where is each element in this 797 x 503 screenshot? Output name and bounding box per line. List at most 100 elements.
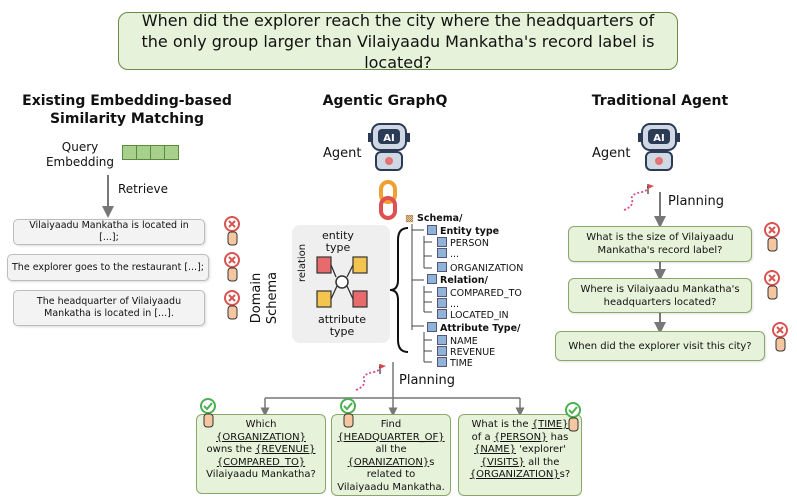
sub3-line2: of a: [471, 431, 494, 443]
check-mark-icon: [200, 398, 216, 428]
tree-time: TIME: [450, 358, 473, 369]
robot-agent-icon: AI: [368, 123, 410, 171]
agent-step-2: Where is Vilaiyaadu Mankatha's headquart…: [568, 278, 752, 313]
planning-path-icon: [355, 364, 386, 391]
sub3-line2-end: has: [547, 431, 569, 443]
sub1-line5: Vilaiyaadu Mankatha?: [206, 469, 316, 480]
chain-link-icon: [379, 180, 397, 220]
sub2-tag-oranization: {ORANIZATION}: [347, 456, 430, 468]
sub1-tag-compared-to: {COMPARED_TO}: [216, 456, 306, 468]
sub3-tag-time: {TIME}: [531, 419, 569, 430]
check-mark-icon: [565, 402, 581, 432]
middle-planning-label: Planning: [399, 373, 455, 388]
wrong-mark-icon: [764, 222, 780, 252]
sub2-line5: related to: [366, 469, 416, 480]
entity-type-label: entity type: [322, 230, 354, 254]
right-planning-label: Planning: [668, 194, 724, 209]
left-title-line2: Similarity Matching: [49, 111, 205, 127]
planning-path-icon: [623, 184, 654, 211]
sub2-line1: Find: [380, 419, 402, 430]
file-icon: [437, 287, 447, 297]
agent-step-1: What is the size of Vilaiyaadu Mankatha'…: [568, 226, 752, 262]
file-icon: [437, 309, 447, 319]
question-box: When did the explorer reach the city whe…: [118, 10, 678, 72]
file-icon: [437, 346, 447, 356]
folder-icon: [427, 322, 437, 332]
sub-question-3: What is the {TIME} of a {PERSON} has {NA…: [458, 414, 582, 496]
sub1-tag-revenue: {REVENUE}: [255, 444, 316, 455]
left-title-line1: Existing Embedding-based: [22, 93, 232, 109]
left-title: Existing Embedding-based Similarity Matc…: [22, 92, 232, 128]
folder-icon: [427, 225, 437, 235]
robot-agent-icon: AI: [638, 123, 680, 171]
sub2-line6: Vilaiyaadu Mankatha.: [337, 481, 445, 493]
attribute-type-label: attribute type: [318, 314, 366, 338]
attribute-line2: type: [329, 325, 355, 338]
right-title: Traditional Agent: [591, 93, 729, 109]
schema-word: Schema: [265, 271, 281, 325]
tree-attribute-type: Attribute Type/: [440, 323, 521, 334]
middle-title: Agentic GraphQ: [322, 93, 448, 109]
sub2-tag-headquarter-of: {HEADQUARTER_OF}: [337, 431, 445, 443]
retrieved-chunk-1: Vilaiyaadu Mankatha is located in [...];: [13, 219, 205, 245]
tree-located-in: LOCATED_IN: [450, 310, 509, 321]
query-label-line1: Query: [61, 140, 99, 154]
sub2-line3: all the: [375, 444, 407, 455]
middle-agent-label: Agent: [323, 146, 362, 161]
entity-type-line1: entity: [322, 229, 354, 242]
agent-step-3: When did the explorer visit this city?: [555, 331, 765, 361]
sub3-line5: s?: [559, 469, 571, 480]
wrong-mark-icon: [764, 270, 780, 300]
sub3-tag-name: {NAME}: [474, 444, 516, 455]
tree-revenue: REVENUE: [450, 347, 496, 358]
sub3-tag-person: {PERSON}: [493, 431, 548, 443]
retrieved-chunk-2: The explorer goes to the restaurant [...…: [7, 254, 209, 281]
embedding-vector: [122, 145, 179, 164]
tree-dots-2: ...: [450, 299, 460, 310]
sub1-line1: Which: [245, 419, 277, 430]
sub1-tag-organization: {ORGANIZATION}: [216, 431, 306, 443]
check-mark-icon: [340, 398, 356, 428]
tree-root: Schema/: [417, 213, 463, 224]
tree-relation: Relation/: [440, 275, 488, 286]
file-icon: [437, 262, 447, 272]
tree-name: NAME: [450, 336, 478, 347]
right-agent-label: Agent: [592, 146, 631, 161]
file-icon: [437, 357, 447, 367]
sub3-line3: 'explorer': [516, 444, 566, 455]
tree-compared-to: COMPARED_TO: [450, 288, 522, 299]
tree-organization: ORGANIZATION: [450, 263, 524, 274]
wrong-mark-icon: [224, 216, 240, 246]
sub-question-1: Which {ORGANIZATION} owns the {REVENUE} …: [196, 414, 326, 494]
svg-text:AI: AI: [653, 133, 664, 144]
sub1-line3: owns the: [206, 444, 256, 455]
svg-text:AI: AI: [383, 133, 394, 144]
query-embedding-label: Query Embedding: [40, 140, 120, 170]
wrong-mark-icon: [224, 290, 240, 320]
tree-entity-type: Entity type: [440, 226, 500, 237]
folder-icon: [427, 274, 437, 284]
file-icon: [437, 237, 447, 247]
file-icon: [437, 335, 447, 345]
entity-type-line2: type: [325, 241, 351, 254]
sub3-line4: all the: [524, 456, 560, 468]
schema-graph-icon: [316, 256, 368, 308]
retrieved-chunk-3: The headquarter of Vilaiyaadu Mankatha i…: [13, 290, 205, 326]
sub2-plural: s: [429, 456, 435, 468]
query-label-line2: Embedding: [45, 155, 115, 169]
tree-dots-1: ...: [450, 249, 460, 260]
sub3-tag-organization: {ORGANIZATION}: [469, 469, 560, 480]
sub-question-2: Find {HEADQUARTER_OF} all the {ORANIZATI…: [331, 414, 451, 496]
attribute-line1: attribute: [318, 313, 366, 326]
retrieve-label: Retrieve: [118, 182, 169, 196]
sub3-tag-visits: {VISITS}: [480, 456, 525, 468]
tree-person: PERSON: [450, 238, 489, 249]
question-text: When did the explorer reach the city whe…: [141, 10, 655, 72]
domain-word: Domain: [249, 272, 265, 324]
wrong-mark-icon: [224, 252, 240, 282]
file-icon: [437, 298, 447, 308]
relation-label: relation: [297, 243, 308, 282]
file-icon: [437, 248, 447, 258]
sub3-line1: What is the: [471, 419, 532, 430]
